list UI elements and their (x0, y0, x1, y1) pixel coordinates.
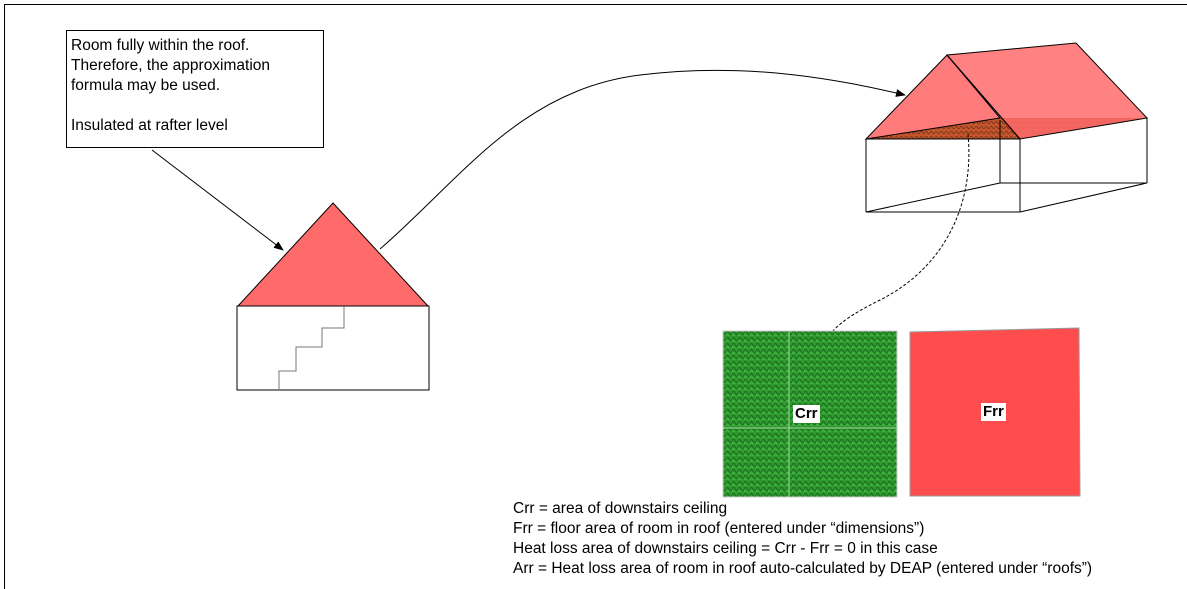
note-line: formula may be used. (71, 77, 221, 94)
floor-label: Frr (981, 403, 1006, 421)
staircase (278, 306, 345, 390)
legend-line: Frr = floor area of room in roof (entere… (513, 520, 925, 537)
legend-line: Crr = area of downstairs ceiling (513, 500, 728, 517)
note-leader-arrow (151, 149, 284, 251)
note-box: Room fully within the roof. Therefore, t… (66, 30, 324, 148)
ceiling-label: Crr (793, 405, 820, 423)
frame-left-border (4, 4, 5, 589)
note-line (71, 96, 319, 116)
legend: Crr = area of downstairs ceiling Frr = f… (513, 499, 1092, 579)
note-line: Therefore, the approximation (71, 57, 271, 74)
roof-gable-left (864, 54, 1001, 140)
frame-top-border (4, 4, 1187, 5)
ceiling-area (722, 330, 898, 498)
legend-line: Arr = Heat loss area of room in roof aut… (513, 560, 1093, 577)
house-section-roof (236, 202, 430, 307)
legend-line: Heat loss area of downstairs ceiling = C… (513, 540, 938, 557)
note-line: Insulated at rafter level (71, 117, 228, 134)
house-3d (864, 42, 1149, 213)
house-connector-arrow (379, 69, 906, 250)
house-section-walls (236, 305, 430, 391)
house-section (236, 202, 430, 391)
note-line: Room fully within the roof. (71, 37, 250, 54)
